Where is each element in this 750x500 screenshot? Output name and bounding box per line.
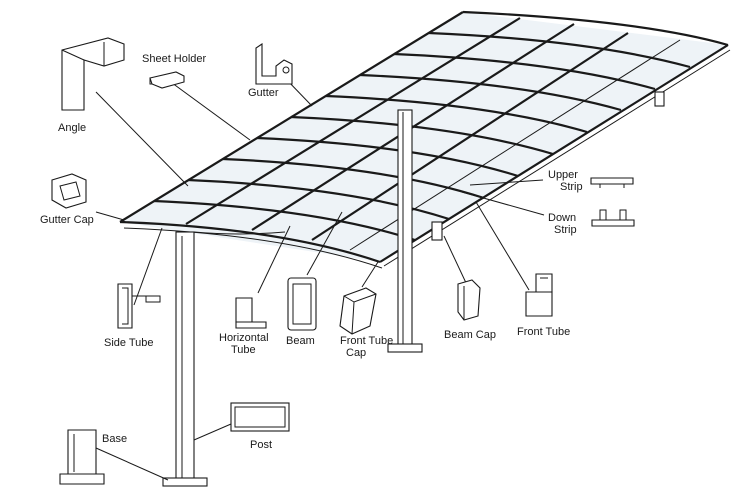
front-tube-part <box>525 273 553 317</box>
label-side-tube: Side Tube <box>104 337 154 349</box>
labels: Angle Sheet Holder Gutter Gutter Cap Upp… <box>40 53 583 451</box>
label-angle: Angle <box>58 122 86 134</box>
label-base: Base <box>102 433 127 445</box>
label-post: Post <box>250 439 272 451</box>
label-sheet-holder: Sheet Holder <box>142 53 207 65</box>
roof-canopy <box>119 10 731 269</box>
label-gutter-cap: Gutter Cap <box>40 214 94 226</box>
rear-post <box>387 91 665 353</box>
gutter-cap-part <box>51 173 87 209</box>
label-gutter: Gutter <box>248 87 279 99</box>
roof-ribs <box>153 31 691 242</box>
label-beam-cap: Beam Cap <box>444 329 496 341</box>
gutter-part <box>255 42 293 85</box>
label-front-tube: Front Tube <box>517 326 570 338</box>
front-post <box>162 231 286 487</box>
beam-cap-part <box>457 279 481 321</box>
side-tube-part <box>117 283 161 329</box>
front-tube-cap-part <box>339 287 377 335</box>
angle-part <box>61 37 125 111</box>
upper-strip-part <box>590 177 634 188</box>
base-part <box>59 429 105 485</box>
beam-part <box>287 277 317 331</box>
post-part <box>230 402 290 432</box>
label-beam: Beam <box>286 335 315 347</box>
down-strip-part <box>591 209 635 227</box>
roof-purlins <box>185 17 681 251</box>
horizontal-tube-part <box>235 297 267 329</box>
leader-lines <box>95 77 545 481</box>
sheet-holder-part <box>149 71 185 89</box>
